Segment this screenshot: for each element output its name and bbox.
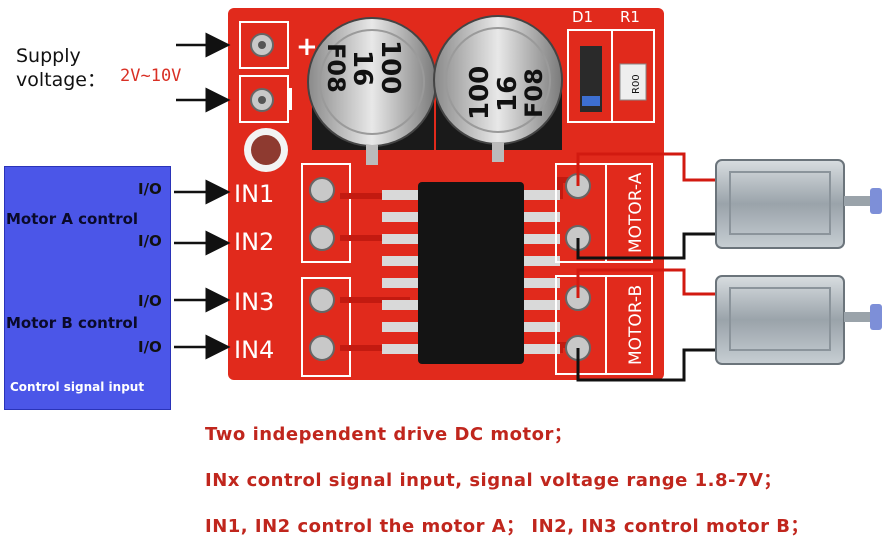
in3-pad — [309, 287, 335, 313]
input-terminals: IN1 IN2 IN3 IN4 — [234, 163, 351, 377]
control-signal-panel — [4, 166, 171, 410]
note-line-3: IN1, IN2 control the motor A； IN2, IN3 c… — [205, 516, 809, 537]
supply-label-line2: voltage： — [16, 69, 106, 91]
motor-a-control-label: Motor A control — [6, 210, 139, 228]
motor-terminals: MOTOR-A MOTOR-B — [555, 163, 653, 375]
svg-text:F08: F08 — [520, 68, 548, 118]
diode-d1 — [580, 46, 602, 112]
svg-text:100: 100 — [375, 40, 405, 94]
in3-label: IN3 — [234, 288, 274, 316]
svg-text:16: 16 — [493, 76, 523, 112]
capacitor-1: 100 16 F08 — [307, 17, 437, 165]
motor-wires — [576, 152, 720, 382]
power-plus-label: + — [296, 32, 318, 62]
capacitor-2: 100 16 F08 — [433, 15, 563, 162]
io-label-4: I/O — [138, 338, 162, 356]
d1-label: D1 — [572, 8, 593, 26]
motor-b-control-label: Motor B control — [6, 314, 138, 332]
resistor-code: R00 — [631, 74, 642, 94]
control-signal-footer: Control signal input — [10, 380, 145, 394]
motor-a-label: MOTOR-A — [626, 172, 646, 253]
motor-b-label: MOTOR-B — [626, 285, 646, 365]
svg-text:F08: F08 — [322, 43, 350, 93]
in4-pad — [309, 335, 335, 361]
in1-pad — [309, 177, 335, 203]
in2-label: IN2 — [234, 228, 274, 256]
svg-text:100: 100 — [465, 66, 495, 120]
in2-pad — [309, 225, 335, 251]
in1-label: IN1 — [234, 180, 274, 208]
r1-label: R1 — [620, 8, 640, 26]
svg-text:16: 16 — [347, 50, 377, 86]
io-label-2: I/O — [138, 232, 162, 250]
r1-outline — [611, 29, 655, 123]
note-line-1: Two independent drive DC motor； — [205, 424, 573, 445]
input-arrows — [174, 32, 231, 360]
in4-label: IN4 — [234, 336, 274, 364]
io-label-1: I/O — [138, 180, 162, 198]
note-line-2: INx control signal input, signal voltage… — [205, 470, 782, 491]
io-label-3: I/O — [138, 292, 162, 310]
driver-ic — [382, 182, 560, 364]
motor-b — [715, 275, 882, 365]
motor-a — [715, 159, 882, 249]
supply-label-line1: Supply — [16, 45, 81, 67]
power-terminals: + — [239, 21, 318, 123]
resistor-r1 — [619, 63, 647, 101]
supply-voltage-label: Supply voltage： — [16, 44, 106, 92]
power-minus-label — [288, 88, 292, 110]
supply-voltage-range: 2V~10V — [120, 66, 182, 86]
